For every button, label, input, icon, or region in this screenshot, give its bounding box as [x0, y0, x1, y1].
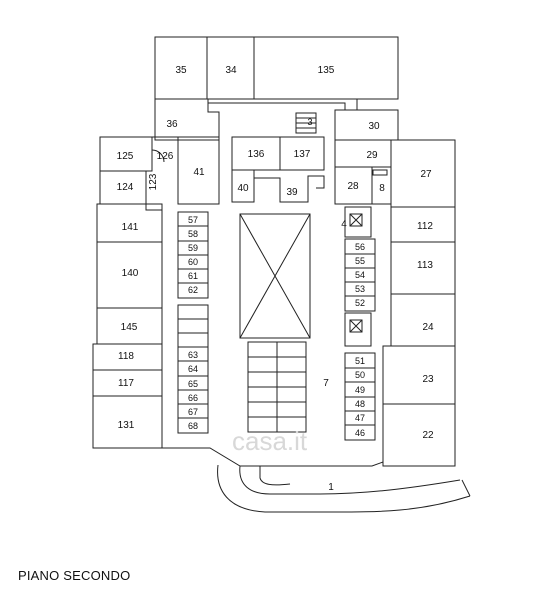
stall-label: 59: [188, 243, 198, 253]
room-label: 34: [225, 65, 237, 76]
room-label: 137: [294, 149, 311, 160]
room-label: 24: [422, 322, 434, 333]
stall-label: 58: [188, 229, 198, 239]
room-label: 27: [420, 169, 432, 180]
room-label: 3: [307, 117, 312, 127]
stall-label: 46: [355, 428, 365, 438]
stall-label: 57: [188, 215, 198, 225]
room-label: 29: [366, 150, 378, 161]
stall-label: 55: [355, 256, 365, 266]
room-label: 141: [122, 222, 139, 233]
stall-label: 66: [188, 393, 198, 403]
room-label: 35: [175, 65, 187, 76]
stall-label: 53: [355, 284, 365, 294]
stall-label: 54: [355, 270, 365, 280]
room-label: 136: [248, 149, 265, 160]
room-label: 112: [417, 221, 433, 232]
room-label: 125: [117, 151, 134, 162]
stall-label: 48: [355, 399, 365, 409]
stall-label: 63: [188, 350, 198, 360]
room-label: 39: [286, 187, 298, 198]
room-label: 36: [166, 119, 178, 130]
room-label: 123: [148, 173, 159, 190]
room-label: 7: [323, 378, 329, 389]
stall-label: 68: [188, 421, 198, 431]
stall-label: 64: [188, 364, 198, 374]
room-label: 8: [379, 183, 385, 194]
stall-label: 61: [188, 271, 198, 281]
room-label: 145: [121, 322, 138, 333]
room-label: 41: [193, 167, 205, 178]
stall-label: 51: [355, 356, 365, 366]
room-label: 140: [122, 268, 139, 279]
room-label: 1: [328, 482, 334, 493]
room-label: 30: [368, 121, 380, 132]
stall-label: 56: [355, 242, 365, 252]
room-label: 126: [157, 151, 174, 162]
stall-label: 67: [188, 407, 198, 417]
stall-label: 62: [188, 285, 198, 295]
room-label: 113: [417, 260, 433, 271]
room-label: 117: [118, 378, 134, 389]
room-label: 40: [237, 183, 249, 194]
room-label: 124: [117, 182, 134, 193]
stall-label: 52: [355, 298, 365, 308]
stall-label: 49: [355, 385, 365, 395]
stall-label: 65: [188, 379, 198, 389]
stall-label: 47: [355, 413, 365, 423]
watermark: casa.it: [232, 426, 308, 456]
plan-caption: PIANO SECONDO: [18, 568, 131, 583]
stall-label: 60: [188, 257, 198, 267]
room-label: 118: [118, 351, 134, 362]
room-label: 131: [118, 420, 135, 431]
room-label: 22: [422, 430, 434, 441]
room-label: 4: [341, 219, 347, 230]
stall-label: 50: [355, 370, 365, 380]
room-label: 23: [422, 374, 434, 385]
room-label: 28: [347, 181, 359, 192]
room-label: 135: [318, 65, 335, 76]
